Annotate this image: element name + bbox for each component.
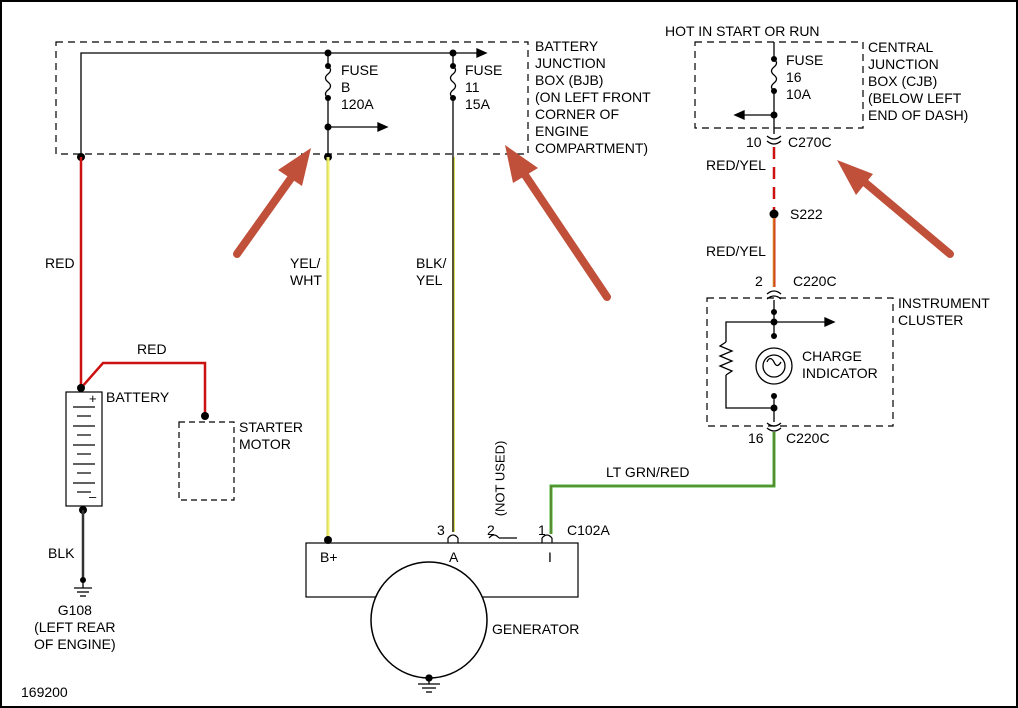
lt-grn-red-wire-label: LT GRN/RED (606, 464, 690, 480)
starter-node (201, 412, 209, 420)
c102a-pin-1: 1 (538, 522, 546, 538)
battery-symbol (65, 391, 103, 507)
red-yel-top-label: RED/YEL (706, 157, 766, 173)
bjb-box (55, 41, 529, 155)
blk-wire-label: BLK (48, 545, 75, 561)
cjb-nodes (770, 56, 778, 119)
hot-in-start-run-label: HOT IN START OR RUN (665, 23, 820, 39)
callout-arrow-fuse-16 (837, 160, 954, 258)
lt-grn-red-stripe (550, 432, 775, 534)
cjb-label: CENTRAL JUNCTION BOX (CJB) (BELOW LEFT E… (868, 39, 969, 123)
g108-ground-label: G108 (LEFT REAR OF ENGINE) (34, 602, 116, 652)
blk-yel-wire-label: BLK/ YEL (416, 255, 447, 288)
callout-arrow-fuse-b (233, 148, 311, 258)
red-starter-wire-label: RED (137, 341, 167, 357)
instrument-circuit (718, 300, 836, 422)
generator-ground (418, 674, 440, 693)
battery-label: BATTERY (106, 389, 170, 405)
instrument-cluster-label: INSTRUMENT CLUSTER (898, 295, 990, 328)
c102a-connector-label: C102A (567, 522, 610, 538)
s222-label: S222 (790, 206, 823, 222)
c220c-bottom-connector (766, 422, 782, 432)
c220c-bottom-pin: 16 (748, 430, 764, 446)
yel-wht-wire-label: YEL/ WHT (290, 255, 322, 288)
red-wire-label: RED (45, 255, 75, 271)
red-wire-main (79, 157, 207, 416)
c270c-connector-label: C270C (788, 134, 832, 150)
fuse-11-label: FUSE 11 15A (465, 62, 503, 112)
bplus-node (324, 536, 332, 544)
generator-a-terminal: A (449, 549, 459, 565)
generator-i-terminal: I (548, 549, 552, 565)
ground-symbol-g108 (74, 580, 92, 597)
c270c-pin: 10 (746, 134, 762, 150)
c102a-pin-2: 2 (487, 522, 495, 538)
figure-id: 169200 (21, 684, 68, 700)
c102a-connector (447, 534, 553, 543)
battery-junction-node (77, 384, 85, 392)
bjb-bus (80, 47, 488, 157)
starter-motor-label: STARTER MOTOR (239, 419, 304, 452)
bjb-label: BATTERY JUNCTION BOX (BJB) (ON LEFT FRON… (535, 38, 651, 156)
c220c-top-pin: 2 (755, 273, 763, 289)
starter-motor-box (178, 421, 235, 501)
charge-indicator-label: CHARGE INDICATOR (802, 348, 878, 381)
generator-circle (370, 561, 488, 679)
generator-label: GENERATOR (492, 621, 580, 637)
s222-splice (769, 209, 779, 219)
instrument-nodes (770, 309, 778, 412)
red-yel-bottom-label: RED/YEL (706, 243, 766, 259)
generator-bplus-terminal: B+ (320, 549, 338, 565)
c220c-top-label: C220C (793, 273, 837, 289)
lt-grn-red-wire (549, 432, 776, 534)
not-used-label: (NOT USED) (492, 440, 508, 517)
battery-minus-label: – (89, 489, 97, 504)
callout-arrow-fuse-11 (505, 145, 611, 301)
fuse-16-label: FUSE 16 10A (786, 52, 824, 102)
battery-plus-label: + (89, 391, 97, 406)
cjb-box (694, 41, 864, 129)
c102a-pin-3: 3 (437, 522, 445, 538)
bjb-nodes (77, 49, 457, 161)
c220c-top-connector (766, 290, 782, 300)
c220c-bottom-label: C220C (786, 430, 830, 446)
instrument-cluster-box (706, 297, 894, 427)
fuse-b-label: FUSE B 120A (341, 62, 379, 112)
